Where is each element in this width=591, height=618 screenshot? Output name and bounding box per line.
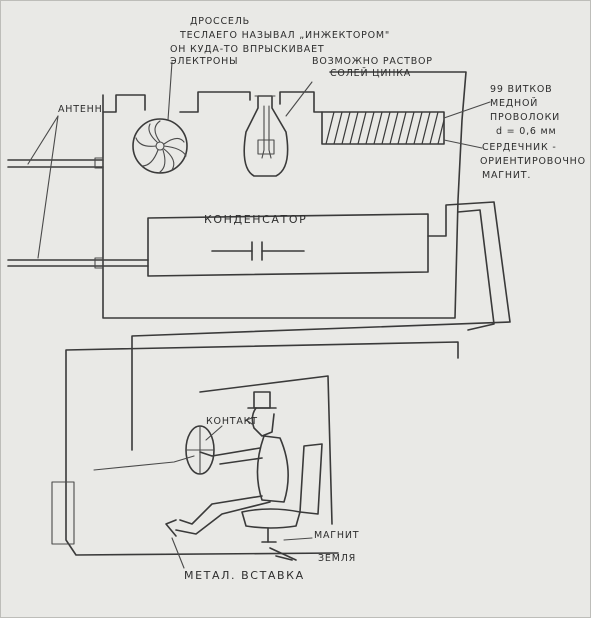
- core-leader-line: [443, 139, 483, 149]
- solution-label-line2: СОЛЕЙ ЦИНКА: [330, 68, 412, 79]
- coil-icon: [321, 111, 445, 145]
- flask-icon: [243, 95, 289, 177]
- coil-label-line4: d = 0,6 мм: [496, 126, 557, 137]
- drossel-label-line3: ОН КУДА-ТО ВПРЫСКИВАЕТ: [170, 44, 325, 55]
- capacitor-box: [147, 213, 429, 277]
- bottom-loop-wire: [65, 341, 459, 556]
- coil-leader-line: [443, 101, 491, 119]
- drossel-leader-line: [167, 61, 173, 121]
- solution-label-line1: ВОЗМОЖНО РАСТВОР: [312, 56, 433, 67]
- magnet-leader-line: [283, 537, 313, 541]
- metal-insert-leader-line: [171, 537, 185, 569]
- core-label-line3: МАГНИТ.: [482, 170, 532, 181]
- capacitor-label: КОНДЕНСАТОР: [204, 213, 308, 226]
- antenna-bottom-connector: [94, 257, 104, 269]
- coil-label-line2: МЕДНОЙ: [490, 98, 539, 109]
- coil-label-line3: ПРОВОЛОКИ: [490, 112, 561, 123]
- coil-label-line1: 99 ВИТКОВ: [490, 84, 553, 95]
- solution-leader-line: [285, 81, 313, 117]
- core-label-line1: СЕРДЕЧНИК -: [482, 142, 557, 153]
- metal-insert-label: МЕТАЛ. ВСТАВКА: [184, 569, 305, 582]
- main-box-outline: [102, 71, 467, 319]
- contact-wire: [93, 455, 195, 471]
- core-label-line2: ОРИЕНТИРОВОЧНО: [480, 156, 586, 167]
- desk-frame: [199, 375, 333, 525]
- magnet-label: МАГНИТ: [314, 530, 360, 541]
- seated-figure: [165, 391, 289, 537]
- drossel-label-line2: ТЕСЛАЕГО НАЗЫВАЛ „ИНЖЕКТОРОМ": [180, 30, 391, 41]
- chair-icon: [241, 443, 323, 543]
- contact-wheel-icon: [185, 425, 215, 475]
- right-wire-inner: [457, 209, 495, 331]
- antenna-pointer-bottom: [37, 115, 59, 259]
- top-wire-middle: [179, 91, 251, 113]
- left-pad: [51, 481, 75, 545]
- throttle-fan-icon: [132, 118, 188, 174]
- contact-label: КОНТАКТ: [206, 416, 258, 427]
- contact-leader-line: [205, 425, 223, 441]
- antenna-pointer-top: [27, 115, 59, 165]
- drossel-label-line1: ДРОССЕЛЬ: [190, 16, 250, 27]
- right-wire-outer: [131, 201, 511, 451]
- ground-symbol: [269, 547, 297, 561]
- top-wire-left: [102, 94, 146, 113]
- top-wire-right: [279, 91, 323, 113]
- antenna-label: АНТЕНН: [58, 104, 103, 115]
- antenna-top-connector: [94, 157, 104, 169]
- ground-label: ЗЕМЛЯ: [318, 553, 357, 564]
- drossel-label-line4: ЭЛЕКТРОНЫ: [170, 56, 239, 67]
